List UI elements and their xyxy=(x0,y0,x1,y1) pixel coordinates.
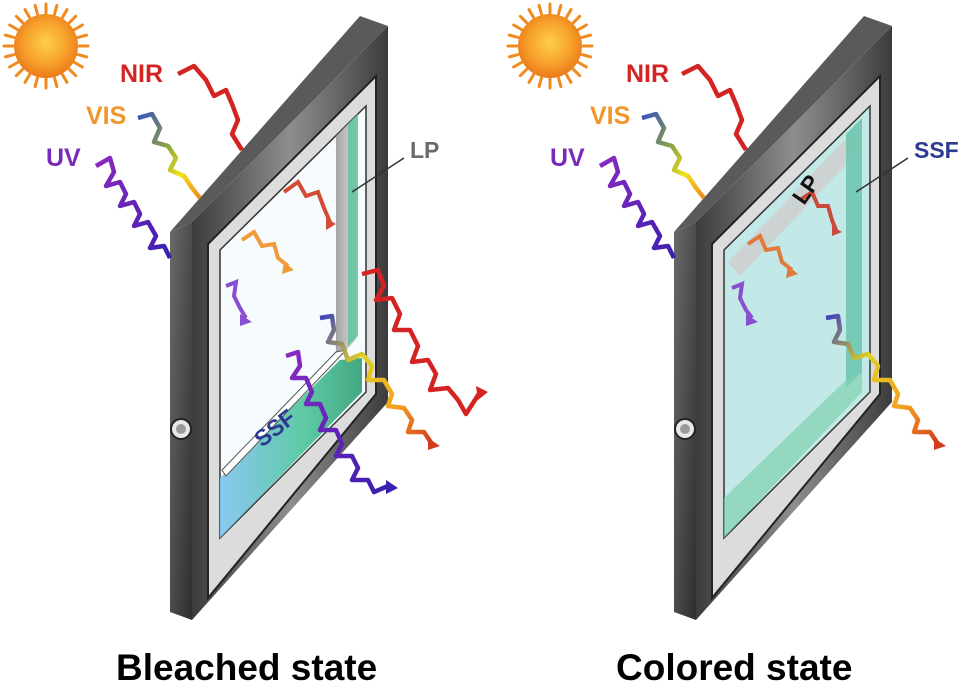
sun-ray xyxy=(14,67,25,78)
sun-ray xyxy=(33,3,39,16)
uv-label: UV xyxy=(46,144,81,172)
sun-ray xyxy=(537,3,543,16)
bleached-panel: LP SSF NIR VIS UV Bleached state xyxy=(2,2,488,688)
window-handle-icon xyxy=(170,418,192,440)
sun-icon xyxy=(506,2,594,90)
sun-ray xyxy=(527,8,535,19)
nir-label: NIR xyxy=(626,60,669,88)
nir-ray-incoming xyxy=(176,63,244,152)
sun-ray xyxy=(76,33,89,39)
window-handle-icon xyxy=(674,418,696,440)
sun-ray xyxy=(580,33,593,39)
frame-top-edge xyxy=(170,16,388,232)
vis-ray-transmitted xyxy=(825,313,940,446)
nir-label: NIR xyxy=(120,60,163,88)
sun-ray xyxy=(518,14,529,25)
vis-label: VIS xyxy=(86,102,126,130)
sun-icon xyxy=(2,2,90,90)
vis-ray-transmitted xyxy=(319,313,434,446)
sun-ray xyxy=(67,67,78,78)
sun-ray xyxy=(73,23,84,31)
vis-ray-incoming xyxy=(641,111,706,200)
ssf-film xyxy=(220,358,362,538)
vis-ray-incoming xyxy=(137,111,202,200)
sun-ray xyxy=(76,53,89,59)
sun-ray xyxy=(73,61,84,69)
lp-label: LP xyxy=(410,137,439,163)
nir-ray-incoming xyxy=(680,63,748,152)
sun-ray xyxy=(61,8,69,19)
sun-ray xyxy=(53,76,59,89)
sun-ray xyxy=(565,73,573,84)
ssf-label: SSF xyxy=(914,137,959,163)
ssf-film xyxy=(846,118,862,388)
sun-ray xyxy=(580,53,593,59)
sun-ray xyxy=(571,67,582,78)
sun-ray xyxy=(577,61,588,69)
sun-ray xyxy=(518,67,529,78)
sun-ray xyxy=(577,23,588,31)
uv-ray-incoming xyxy=(598,155,677,260)
frame-top-edge xyxy=(674,16,892,232)
sun-ray xyxy=(33,76,39,89)
sun-ray xyxy=(565,8,573,19)
nir-ray-transmitted xyxy=(361,267,482,417)
glass-pane xyxy=(723,104,871,540)
uv-ray-incoming xyxy=(94,155,173,260)
sun-ray xyxy=(3,33,16,39)
sun-ray xyxy=(23,73,31,84)
sun-ray xyxy=(23,8,31,19)
sun-ray xyxy=(571,14,582,25)
sun-ray xyxy=(507,33,520,39)
uv-label: UV xyxy=(550,144,585,172)
sun-ray xyxy=(557,3,563,16)
sun-ray xyxy=(3,53,16,59)
colored-caption: Colored state xyxy=(616,647,852,688)
sun-ray xyxy=(557,76,563,89)
sun-ray xyxy=(527,73,535,84)
sun-ray xyxy=(512,61,523,69)
sun-ray xyxy=(53,3,59,16)
sun-ray xyxy=(61,73,69,84)
sun-ray xyxy=(507,53,520,59)
uv-ray-transmitted xyxy=(285,349,389,495)
sun-ray xyxy=(512,23,523,31)
sun-ray xyxy=(8,23,19,31)
vis-label: VIS xyxy=(590,102,630,130)
bleached-caption: Bleached state xyxy=(116,647,377,688)
sun-ray xyxy=(14,14,25,25)
glass-pane xyxy=(219,104,367,540)
sun-ray xyxy=(537,76,543,89)
colored-panel: SSF LP NIR VIS UV Colored state xyxy=(506,2,959,688)
sun-ray xyxy=(8,61,19,69)
sun-ray xyxy=(67,14,78,25)
